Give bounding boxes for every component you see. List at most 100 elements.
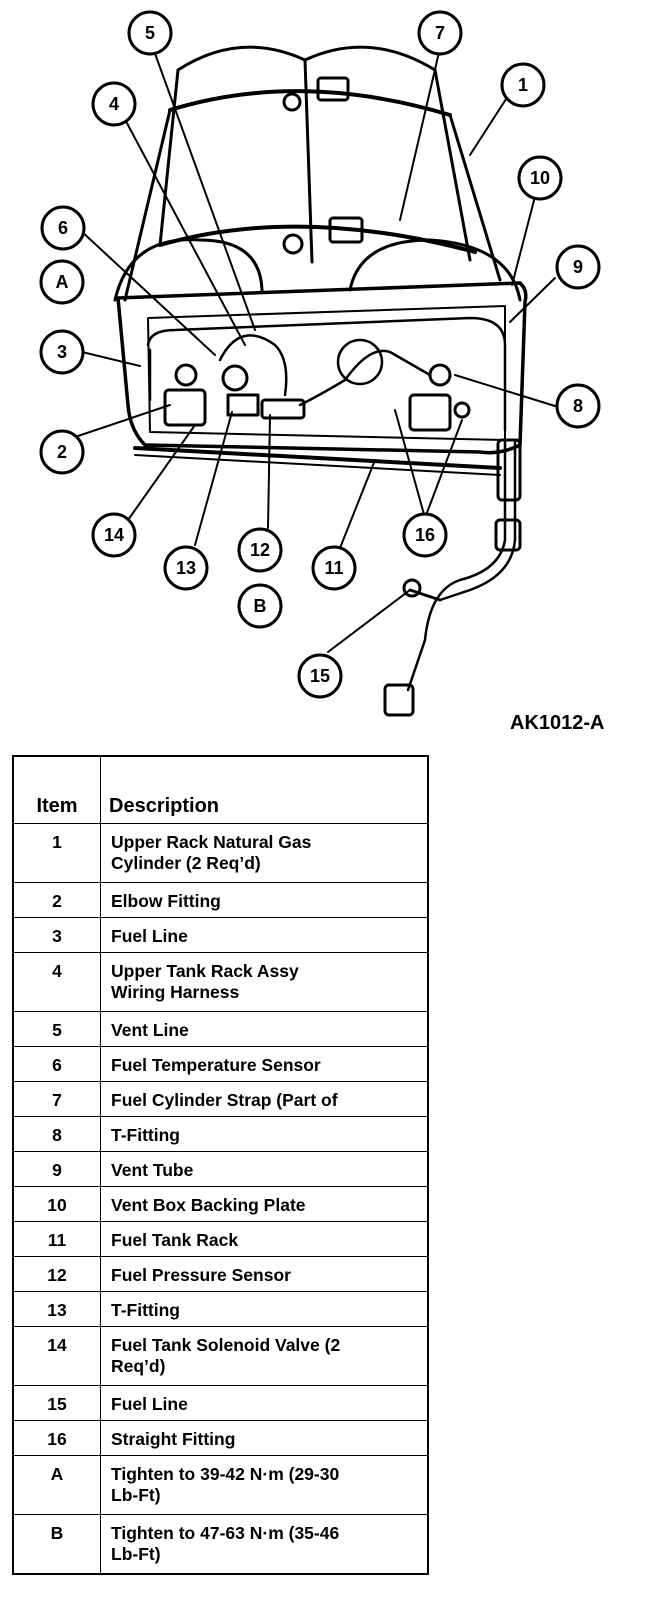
callout-circle-4 xyxy=(91,81,137,127)
description-line: Tighten to 39-42 N·m (29-30 xyxy=(111,1464,340,1484)
callout-5: 5 xyxy=(145,23,155,43)
callout-1: 1 xyxy=(518,75,528,95)
table-row: 15 Fuel Line xyxy=(12,1385,429,1421)
item-number: 10 xyxy=(12,1186,101,1222)
description-line: T-Fitting xyxy=(111,1300,181,1320)
table-row: 2 Elbow Fitting xyxy=(12,882,429,918)
description-line: Fuel Line xyxy=(111,1394,188,1414)
description-line: Vent Box Backing Plate xyxy=(111,1195,306,1215)
item-description: Fuel Tank Rack xyxy=(100,1221,429,1257)
table-row: 8 T-Fitting xyxy=(12,1116,429,1152)
item-number: 15 xyxy=(12,1385,101,1421)
cylinder-assembly-drawing xyxy=(77,45,556,717)
callout-4: 4 xyxy=(109,94,119,114)
callout-circle-13 xyxy=(163,545,209,591)
description-line: T-Fitting xyxy=(111,1125,181,1145)
description-line: Cylinder (2 Req’d) xyxy=(111,853,261,873)
table-row: 10 Vent Box Backing Plate xyxy=(12,1186,429,1222)
callout-circle-12 xyxy=(237,527,283,573)
description-line: Elbow Fitting xyxy=(111,891,221,911)
table-row: 7 Fuel Cylinder Strap (Part of xyxy=(12,1081,429,1117)
description-line: Lb-Ft) xyxy=(111,1544,161,1564)
item-description: Fuel Line xyxy=(100,917,429,953)
description-line: Lb-Ft) xyxy=(111,1485,161,1505)
callout-3: 3 xyxy=(57,342,67,362)
item-description: Vent Box Backing Plate xyxy=(100,1186,429,1222)
table-header-row: Item Description xyxy=(12,755,429,824)
callout-B: B xyxy=(254,596,267,616)
callout-labels: 1 2 3 4 5 6 7 8 9 10 11 12 13 14 15 16 A… xyxy=(56,23,584,686)
item-description: Fuel Pressure Sensor xyxy=(100,1256,429,1292)
item-number: 6 xyxy=(12,1046,101,1082)
callout-16: 16 xyxy=(415,525,435,545)
table-row: 9 Vent Tube xyxy=(12,1151,429,1187)
item-number: 3 xyxy=(12,917,101,953)
callout-circle-1 xyxy=(500,62,546,108)
item-description: Vent Line xyxy=(100,1011,429,1047)
item-number: 16 xyxy=(12,1420,101,1456)
item-number: 1 xyxy=(12,823,101,883)
callout-6: 6 xyxy=(58,218,68,238)
callout-circle-8 xyxy=(555,383,601,429)
table-row: 3 Fuel Line xyxy=(12,917,429,953)
item-description: Fuel Temperature Sensor xyxy=(100,1046,429,1082)
callout-2: 2 xyxy=(57,442,67,462)
item-number: 5 xyxy=(12,1011,101,1047)
item-number: 4 xyxy=(12,952,101,1012)
description-line: Tighten to 47-63 N·m (35-46 xyxy=(111,1523,340,1543)
callout-10: 10 xyxy=(530,168,550,188)
callout-15: 15 xyxy=(310,666,330,686)
description-column-header: Description xyxy=(100,755,429,824)
callout-8: 8 xyxy=(573,396,583,416)
description-line: Fuel Tank Solenoid Valve (2 xyxy=(111,1335,341,1355)
item-number: 14 xyxy=(12,1326,101,1386)
item-number: A xyxy=(12,1455,101,1515)
item-description: T-Fitting xyxy=(100,1116,429,1152)
callout-circle-6 xyxy=(40,205,86,251)
callout-9: 9 xyxy=(573,257,583,277)
description-line: Fuel Cylinder Strap (Part of xyxy=(111,1090,338,1110)
callout-circle-7 xyxy=(417,10,463,56)
description-line: Wiring Harness xyxy=(111,982,240,1002)
item-number: 9 xyxy=(12,1151,101,1187)
item-description: Fuel Cylinder Strap (Part of xyxy=(100,1081,429,1117)
description-line: Upper Tank Rack Assy xyxy=(111,961,299,981)
item-number: 7 xyxy=(12,1081,101,1117)
description-line: Vent Tube xyxy=(111,1160,194,1180)
figure-code: AK1012-A xyxy=(510,712,605,734)
description-line: Fuel Line xyxy=(111,926,188,946)
callout-7: 7 xyxy=(435,23,445,43)
callout-circle-5 xyxy=(127,10,173,56)
callout-circle-10 xyxy=(517,155,563,201)
item-description: Fuel Line xyxy=(100,1385,429,1421)
item-number: 8 xyxy=(12,1116,101,1152)
callout-14: 14 xyxy=(104,525,124,545)
callout-11: 11 xyxy=(324,558,343,578)
item-number: 2 xyxy=(12,882,101,918)
callout-circle-16 xyxy=(402,512,448,558)
item-description: Elbow Fitting xyxy=(100,882,429,918)
callout-circle-A xyxy=(39,259,85,305)
item-description: T-Fitting xyxy=(100,1291,429,1327)
callout-circle-14 xyxy=(91,512,137,558)
item-number: B xyxy=(12,1514,101,1575)
item-number: 11 xyxy=(12,1221,101,1257)
item-column-header: Item xyxy=(12,755,101,824)
callout-circle-3 xyxy=(39,329,85,375)
fuel-system-diagram: 1 2 3 4 5 6 7 8 9 10 11 12 13 14 15 16 A… xyxy=(39,10,601,717)
callout-circle-2 xyxy=(39,429,85,475)
description-line: Fuel Tank Rack xyxy=(111,1230,239,1250)
